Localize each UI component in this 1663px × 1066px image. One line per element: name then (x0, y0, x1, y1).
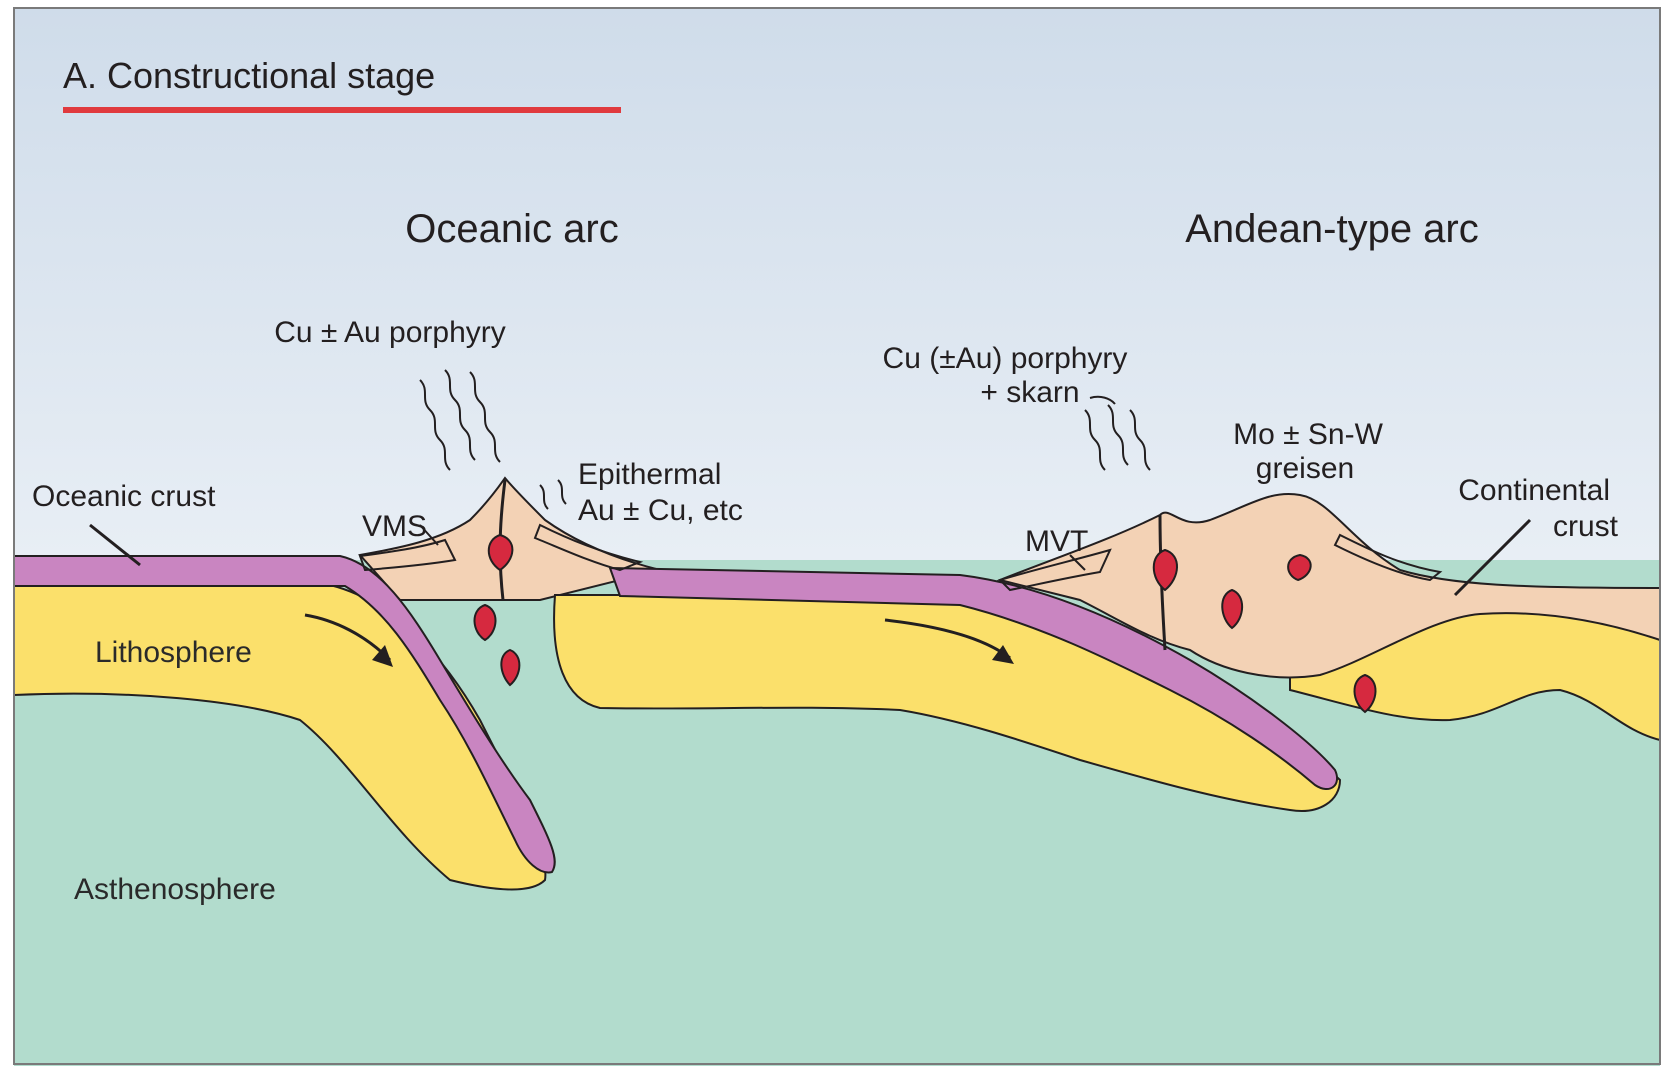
vms-label: VMS (362, 510, 427, 543)
cu-au-porphyry-skarn-label-line2: + skarn (980, 376, 1079, 409)
lithosphere-label: Lithosphere (95, 636, 252, 669)
continental-crust-label-line1: Continental (1458, 474, 1610, 507)
andean-arc-label: Andean-type arc (1185, 207, 1479, 251)
oceanic-crust-label: Oceanic crust (32, 480, 216, 513)
title-underline (63, 107, 621, 113)
mo-sn-w-label-line2: greisen (1256, 452, 1354, 485)
mo-sn-w-label-line1: Mo ± Sn-W (1233, 418, 1383, 451)
mvt-label: MVT (1025, 525, 1088, 558)
epithermal-label-line1: Epithermal (578, 458, 721, 491)
asthenosphere-label: Asthenosphere (74, 873, 276, 906)
oceanic-arc-label: Oceanic arc (405, 207, 618, 251)
epithermal-label-line2: Au ± Cu, etc (578, 494, 743, 527)
continental-crust-label-line2: crust (1553, 510, 1619, 543)
cu-au-porphyry-label: Cu ± Au porphyry (274, 316, 506, 349)
cu-au-porphyry-skarn-label-line1: Cu (±Au) porphyry (883, 342, 1128, 375)
figure-title: A. Constructional stage (63, 55, 435, 96)
